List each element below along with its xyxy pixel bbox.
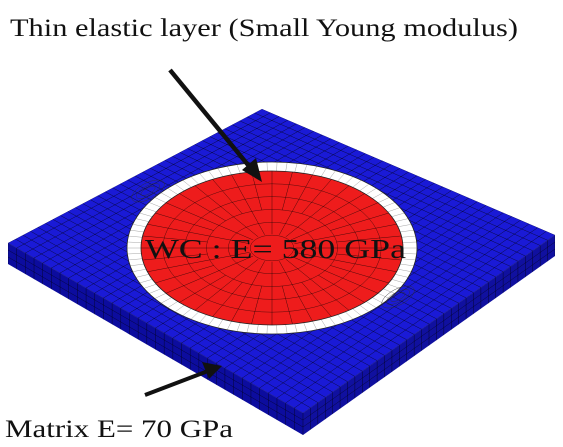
layer-ring-mesh: [127, 162, 417, 334]
bottom-annotation-label: Matrix E= 70 GPa: [5, 416, 233, 443]
dense-mesh-patch-left: [131, 179, 165, 203]
bottom-label-arrow: [144, 362, 222, 397]
dense-mesh-patch-right: [381, 285, 415, 309]
center-annotation-label: WC : E= 580 GPa: [145, 234, 406, 264]
top-label-arrow: [168, 68, 262, 182]
top-annotation-label: Thin elastic layer (Small Young modulus): [10, 13, 518, 42]
inclusion-mesh: [141, 171, 403, 325]
plate-side-right-mesh: [303, 235, 555, 435]
